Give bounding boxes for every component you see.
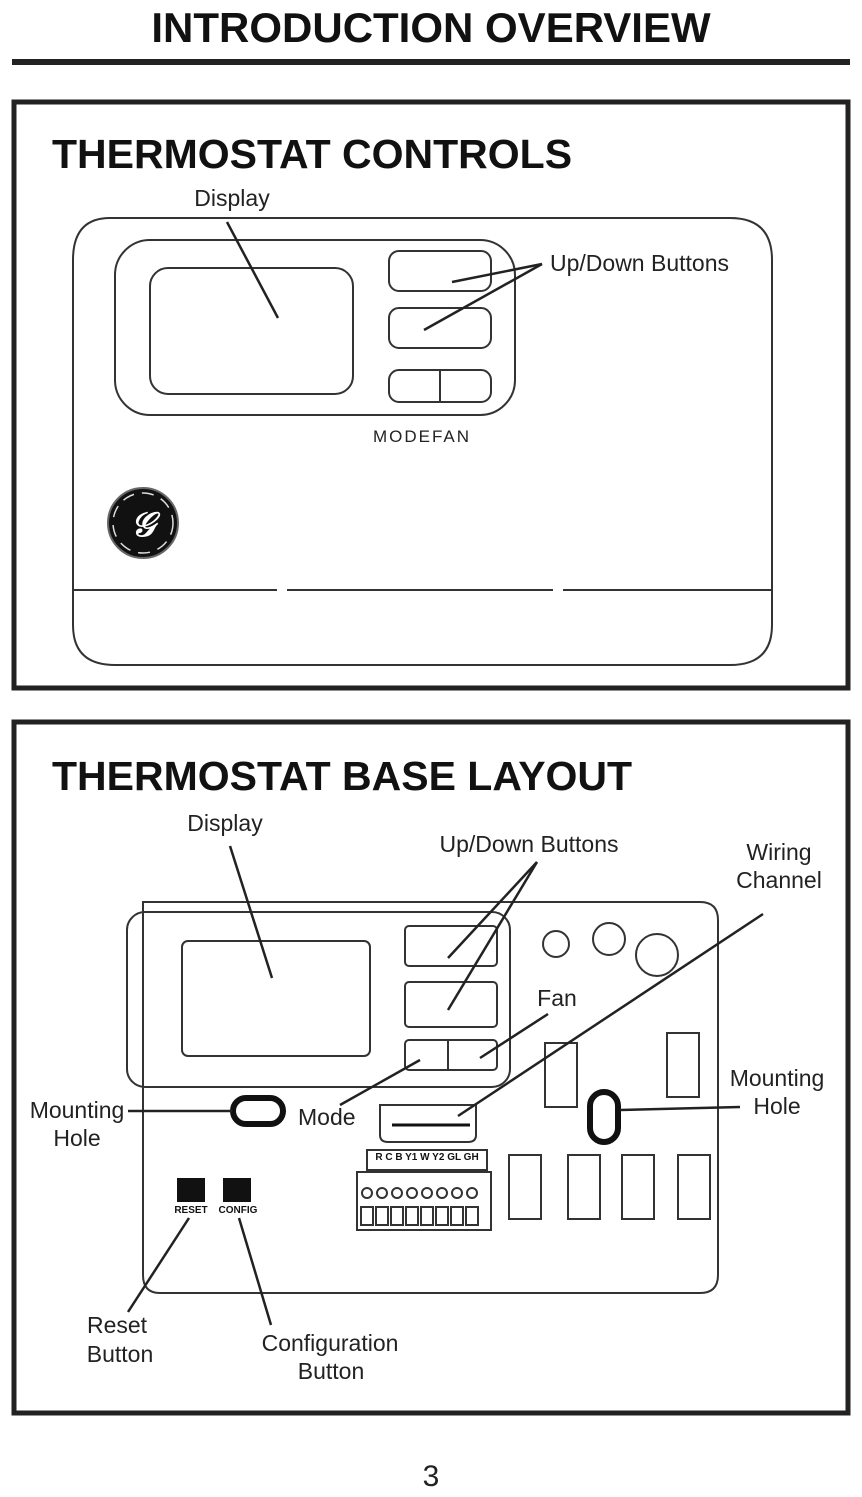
reset-tag: RESET (174, 1205, 207, 1216)
config-button (223, 1178, 251, 1202)
reset-label-2: Button (87, 1341, 154, 1367)
base-display-label: Display (187, 810, 263, 836)
mount-right-label: Mounting (730, 1065, 825, 1091)
reset-button (177, 1178, 205, 1202)
config-tag: CONFIG (219, 1205, 258, 1216)
page-title: INTRODUCTION OVERVIEW (151, 4, 711, 51)
page-number: 3 (423, 1460, 440, 1493)
display-screen (149, 267, 354, 395)
thermostat-base-panel: THERMOSTAT BASE LAYOUT R C B Y1 W Y2 GL … (11, 719, 851, 1416)
down-button (388, 307, 492, 349)
controls-title: THERMOSTAT CONTROLS (52, 131, 572, 177)
up-button (388, 250, 492, 292)
updown-label: Up/Down Buttons (550, 250, 729, 276)
fan-label: Fan (537, 985, 577, 1011)
mount-right-label-2: Hole (753, 1093, 800, 1119)
title-rule (12, 59, 850, 65)
terminal-labels: R C B Y1 W Y2 GL GH (375, 1152, 478, 1163)
wiring-label-2: Channel (736, 867, 822, 893)
terminal-block (360, 1187, 479, 1226)
mount-left-label-2: Hole (53, 1125, 100, 1151)
base-updown-label: Up/Down Buttons (440, 831, 619, 857)
display-label: Display (194, 185, 270, 211)
base-display (181, 940, 371, 1057)
mounting-hole-left (230, 1095, 286, 1127)
mounting-hole-right (587, 1089, 621, 1145)
wiring-label: Wiring (746, 839, 811, 865)
thermostat-controls-panel: THERMOSTAT CONTROLS MODEFAN 𝒢 Display Up… (11, 99, 851, 691)
base-drawing: R C B Y1 W Y2 GL GH RESET CONFIG (126, 901, 719, 1294)
ge-logo: 𝒢 (107, 487, 179, 559)
config-label-2: Button (298, 1358, 365, 1384)
config-label: Configuration (262, 1330, 399, 1356)
base-title: THERMOSTAT BASE LAYOUT (52, 753, 632, 799)
mount-left-label: Mounting (30, 1097, 125, 1123)
reset-label: Reset (87, 1312, 148, 1338)
mode-fan-label: MODEFAN (373, 427, 471, 446)
thermostat-front-drawing: MODEFAN 𝒢 (72, 217, 773, 666)
mode-label: Mode (298, 1104, 356, 1130)
